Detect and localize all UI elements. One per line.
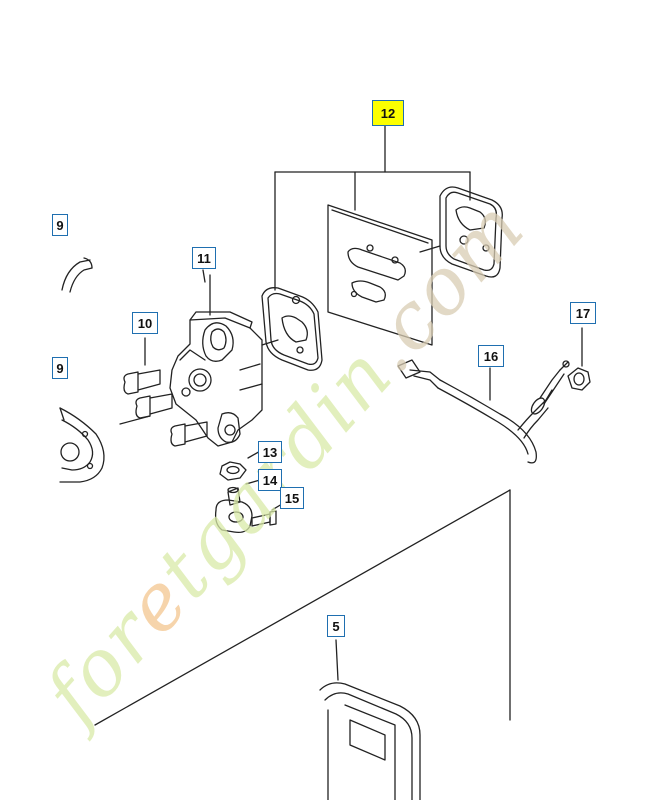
cable-16 <box>397 359 570 464</box>
partial-hose-9 <box>61 257 93 293</box>
callout-13: 13 <box>258 441 282 463</box>
callout-16: 16 <box>478 345 504 367</box>
intake-housing <box>169 274 279 447</box>
leader-5 <box>335 639 339 681</box>
fitting-14 <box>214 479 261 534</box>
callout-17: 17 <box>570 302 596 324</box>
callout-9-mid: 9 <box>52 357 68 379</box>
leader-11 <box>202 269 206 283</box>
gasket-left <box>261 287 323 371</box>
nut-17 <box>567 327 591 391</box>
gasket-plate <box>327 204 433 346</box>
bolts <box>119 337 208 447</box>
gasket-right <box>419 186 503 278</box>
callout-12: 12 <box>372 100 404 126</box>
callout-10: 10 <box>132 312 158 334</box>
callout-5: 5 <box>327 615 345 637</box>
callout-11: 11 <box>192 247 216 269</box>
callout-9-top: 9 <box>52 214 68 236</box>
callout-15: 15 <box>280 487 304 509</box>
lower-panel <box>94 489 511 800</box>
callout-12-bracket <box>274 124 471 291</box>
callout-14: 14 <box>258 469 282 491</box>
partial-flange-9 <box>59 407 105 483</box>
